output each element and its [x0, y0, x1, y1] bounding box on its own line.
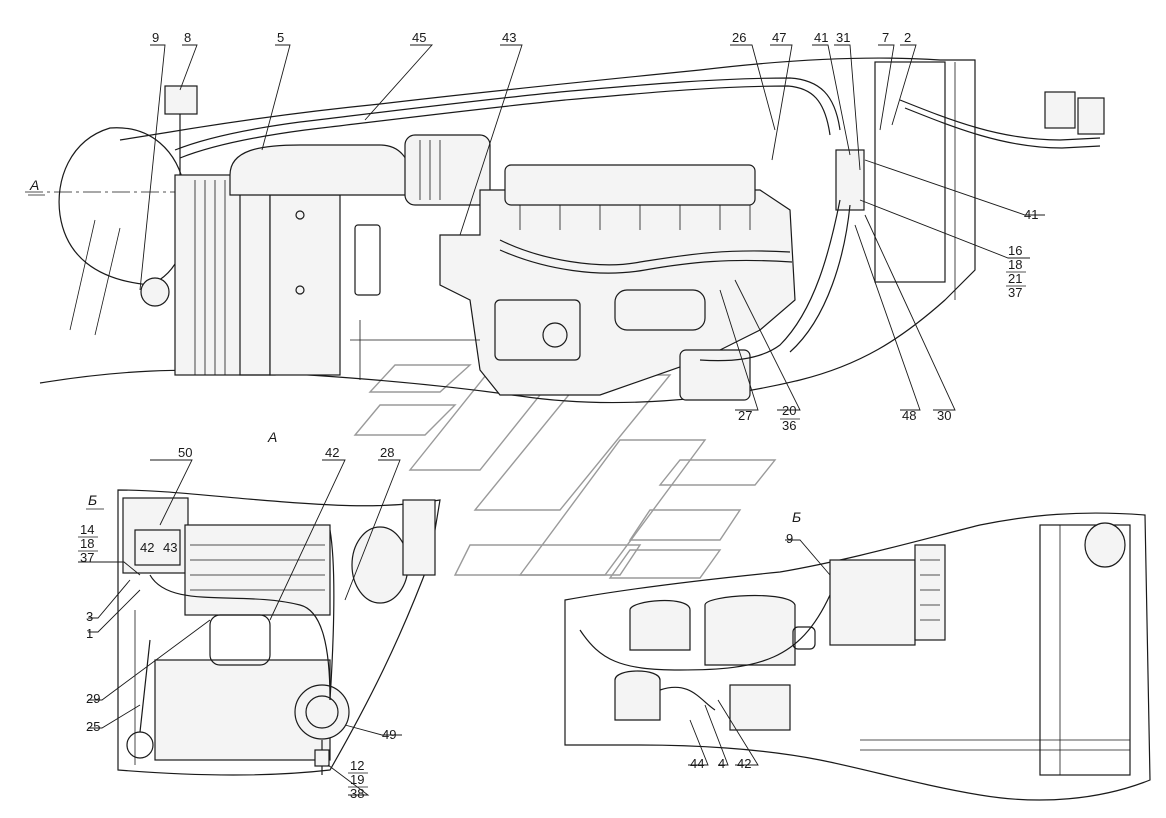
upper-harness: [174, 77, 841, 151]
callout-12: 12: [350, 758, 364, 773]
callout-44: 44: [690, 756, 704, 771]
callout-28: 28: [380, 445, 394, 460]
callout-36: 36: [782, 418, 796, 433]
fan-shroud: [58, 127, 188, 286]
callout-26: 26: [732, 30, 746, 45]
relay-50: [122, 497, 189, 574]
callout-37-bottom: 37: [80, 550, 94, 565]
air-cleaner: [404, 134, 491, 206]
callout-47: 47: [772, 30, 786, 45]
valve-cover: [504, 164, 756, 206]
detail-b-view: [564, 512, 1151, 801]
callout-3: 3: [86, 609, 93, 624]
connector-block-2: [1077, 97, 1105, 135]
detail-a-view: 42 43: [117, 489, 441, 776]
callout-50: 50: [178, 445, 192, 460]
callout-30: 30: [937, 408, 951, 423]
injection-lines: [499, 239, 791, 266]
callout-48: 48: [902, 408, 916, 423]
callout-18-bottom: 18: [80, 536, 94, 551]
sensor-9: [140, 277, 170, 307]
view-title-a: А: [267, 429, 277, 445]
air-intake-pipe: [229, 144, 411, 196]
main-view: [25, 57, 1105, 404]
callout-8: 8: [184, 30, 191, 45]
tank-cylinder: [184, 524, 331, 616]
callout-14: 14: [80, 522, 94, 537]
detail-b-outline: [564, 512, 1151, 801]
callout-16: 16: [1008, 243, 1022, 258]
connector-block-1: [1044, 91, 1076, 129]
grid-connector: [914, 544, 946, 641]
callout-9: 9: [152, 30, 159, 45]
callout-31: 31: [836, 30, 850, 45]
callouts: 9 8 5 45 43 26 47 41 31 7 2 41 16 18 21 …: [78, 30, 1038, 801]
callout-18-top: 18: [1008, 257, 1022, 272]
relay-label-1: 42: [140, 540, 154, 555]
callout-41-right: 41: [1024, 207, 1038, 222]
callout-37-top: 37: [1008, 285, 1022, 300]
relay-box-8: [164, 85, 198, 115]
fuel-pump: [494, 299, 581, 361]
reservoir-2: [704, 594, 796, 666]
callout-42-b: 42: [737, 756, 751, 771]
callout-19: 19: [350, 772, 364, 787]
relay-label-2: 43: [163, 540, 177, 555]
leader-lines: [78, 44, 1045, 796]
callout-5: 5: [277, 30, 284, 45]
callout-42-a: 42: [325, 445, 339, 460]
callout-1: 1: [86, 626, 93, 641]
starter: [679, 349, 751, 401]
reservoir-1: [629, 600, 691, 651]
view-title-b: Б: [792, 509, 801, 525]
callout-29: 29: [86, 691, 100, 706]
callout-2: 2: [904, 30, 911, 45]
view-label-b-left: Б: [88, 492, 97, 508]
callout-25: 25: [86, 719, 100, 734]
filter-49: [294, 684, 350, 740]
callout-21: 21: [1008, 271, 1022, 286]
callout-43: 43: [502, 30, 516, 45]
callout-20: 20: [782, 403, 796, 418]
cab-panel: [874, 61, 946, 283]
callout-9-b: 9: [786, 531, 793, 546]
pump-body: [351, 526, 409, 604]
ecu-housing: [829, 559, 916, 646]
detail-a-outline: [117, 489, 441, 776]
callout-4: 4: [718, 756, 725, 771]
view-label-a-main: А: [29, 177, 39, 193]
callout-45: 45: [412, 30, 426, 45]
callout-38: 38: [350, 786, 364, 801]
hydraulic-pump: [729, 684, 791, 731]
callout-49: 49: [382, 727, 396, 742]
callout-41-top: 41: [814, 30, 828, 45]
fan-frame: [269, 194, 341, 376]
callout-7: 7: [882, 30, 889, 45]
callout-27: 27: [738, 408, 752, 423]
